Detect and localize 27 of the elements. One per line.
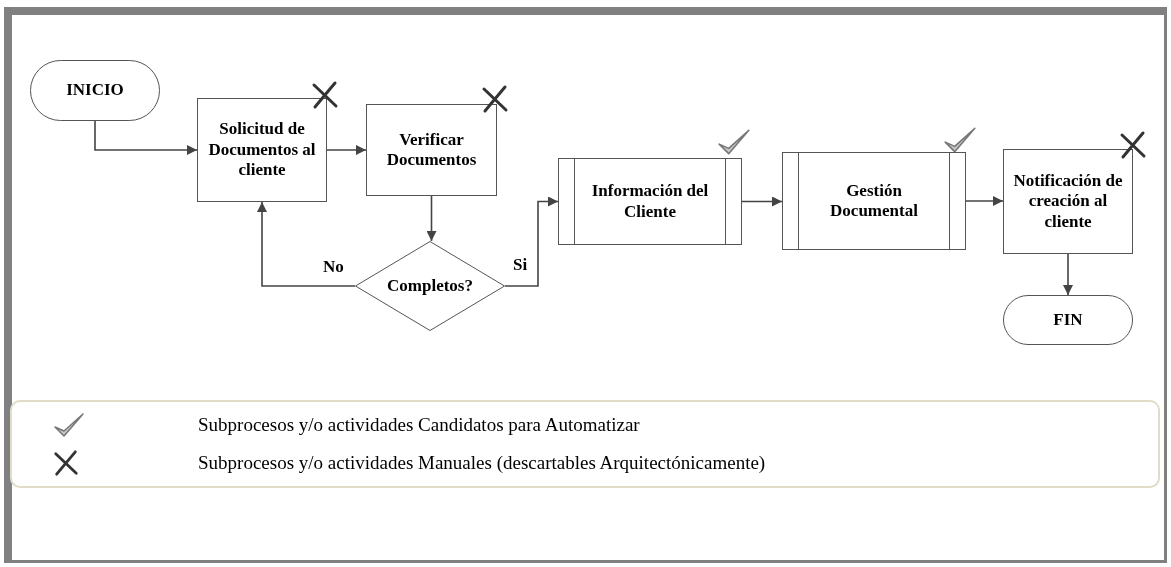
edge-label: Si [512, 256, 529, 273]
legend-text: Subprocesos y/o actividades Candidatos para Automatizar [198, 412, 640, 437]
arrow [257, 201, 356, 287]
arrow [326, 145, 367, 155]
node-label: Completos? [387, 275, 473, 297]
node-label: Gestión Documental [829, 180, 919, 222]
node-label: Solicitud de Documentos al cliente [207, 119, 317, 181]
legend-text: Subprocesos y/o actividades Manuales (descartables Arquitectónicamente) [198, 450, 766, 475]
edge-label: No [322, 258, 345, 275]
subprocess-box [782, 152, 966, 250]
arrow [1063, 253, 1073, 296]
node-label: INICIO [66, 80, 124, 101]
arrow [965, 196, 1004, 206]
process-box [366, 104, 497, 196]
process-box [1003, 149, 1133, 254]
node-label: Verificar Documentos [385, 129, 478, 171]
terminal-shape [1003, 295, 1133, 345]
arrow [504, 196, 559, 287]
arrow [94, 120, 198, 155]
node-label: FIN [1053, 309, 1083, 331]
decision-diamond [355, 241, 505, 331]
subprocess-box [558, 158, 742, 245]
process-box [197, 98, 327, 202]
arrow [426, 195, 437, 242]
node-label: Información del Cliente [590, 181, 710, 222]
node-label: Notificación de creación al cliente [1012, 170, 1124, 233]
arrow [741, 196, 783, 207]
